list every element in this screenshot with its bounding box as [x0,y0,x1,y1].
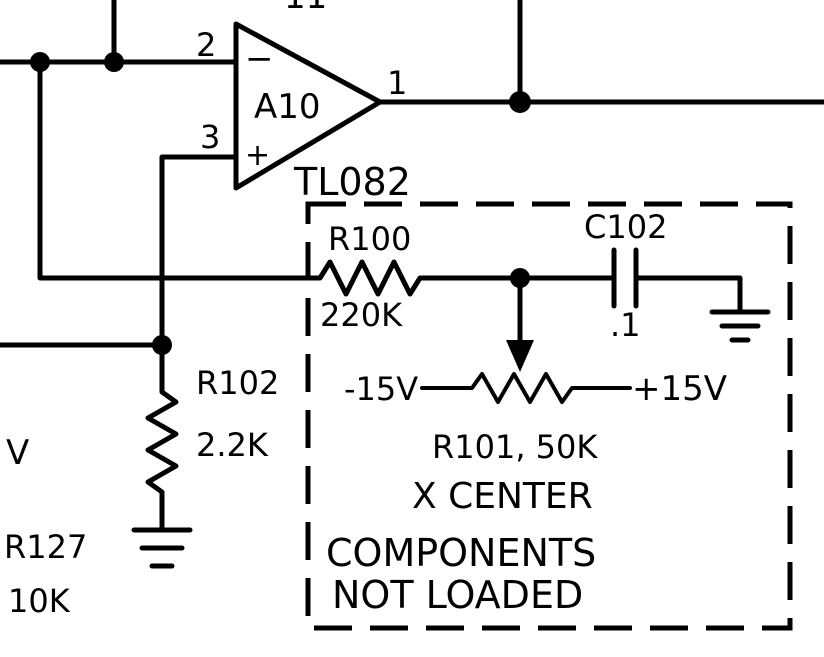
opamp-a10-symbol [233,21,383,191]
wire-left-vertical [37,59,313,281]
r127-ref-label: R127 [4,528,87,566]
r101-function-label: X CENTER [412,476,593,517]
top-cut-label: 11 [284,0,327,17]
wire-noninverting-input [159,154,239,348]
opamp-part-number: TL082 [293,160,411,204]
r102-value-label: 2.2K [196,426,269,464]
opamp-pin-inverting: 2 [196,26,216,64]
r101-ref-value-label: R101, 50K [432,428,598,466]
opamp-plus-sign: + [245,138,270,173]
r100-resistor-symbol [307,259,523,297]
r101-pos-supply-label: +15V [632,369,727,409]
r102-ground-icon [131,527,193,569]
edge-voltage-label: V [6,433,29,473]
r127-value-label: 10K [8,582,71,620]
wire-c102-to-ground [633,275,743,313]
r101-neg-supply-label: -15V [344,370,418,408]
junction-feedback-inverting [104,52,124,72]
not-loaded-dashed-box [305,201,793,631]
note-line-2: NOT LOADED [332,573,583,617]
r101-resistor-symbol [420,372,632,404]
r102-resistor-symbol [145,342,179,531]
opamp-pin-noninverting: 3 [200,118,220,156]
opamp-name-label: A10 [254,87,321,127]
r100-ref-label: R100 [328,220,411,258]
c102-ground-icon [709,309,771,343]
c102-value-label: .1 [610,306,641,344]
opamp-minus-sign: − [245,39,274,79]
c102-ref-label: C102 [584,208,667,246]
r101-wiper-arrow-icon [506,340,534,372]
r100-value-label: 220K [320,296,403,334]
r102-ref-label: R102 [196,364,279,402]
note-line-1: COMPONENTS [326,531,596,575]
junction-output [509,91,531,113]
opamp-pin-output: 1 [387,64,407,102]
